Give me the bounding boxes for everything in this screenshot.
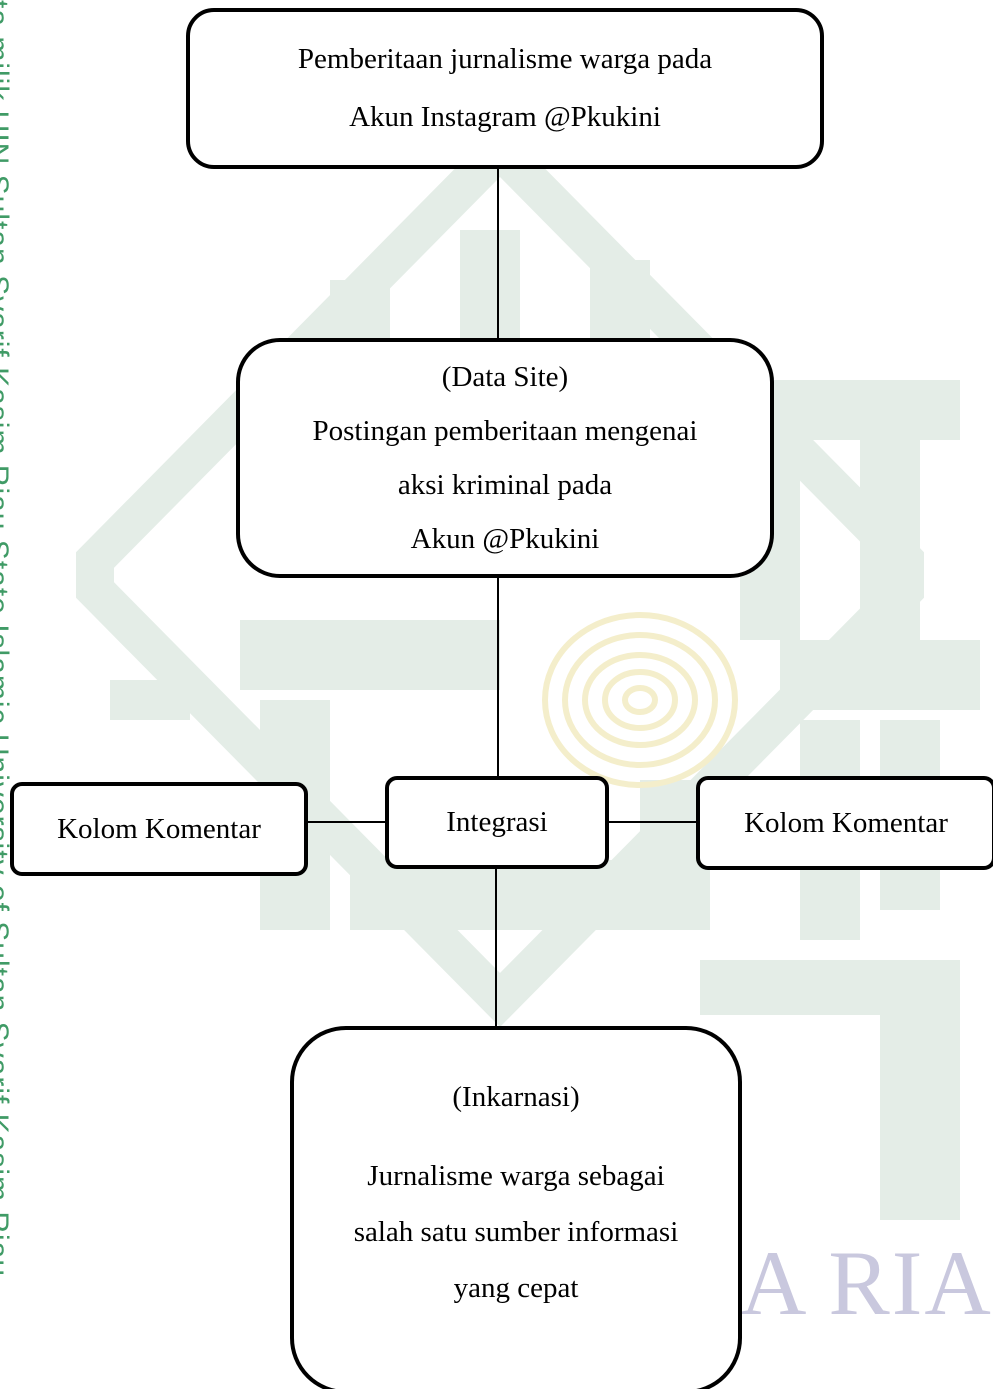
node-text-line: Akun Instagram @Pkukini	[349, 101, 661, 133]
node-text-line: Postingan pemberitaan mengenai	[312, 414, 698, 447]
node-kolom-komentar-right: Kolom Komentar	[696, 776, 993, 870]
node-text-line: yang cepat	[453, 1272, 579, 1304]
node-integrasi: Integrasi	[385, 776, 609, 869]
node-label: Integrasi	[446, 806, 548, 838]
node-label: Kolom Komentar	[744, 806, 948, 839]
node-heading: (Data Site)	[441, 360, 569, 393]
node-heading: (Inkarnasi)	[452, 1081, 580, 1113]
node-pemberitaan: Pemberitaan jurnalisme warga pada Akun I…	[186, 8, 824, 169]
node-data-site: (Data Site) Postingan pemberitaan mengen…	[236, 338, 774, 578]
node-label: Kolom Komentar	[57, 812, 261, 845]
node-text-line: Pemberitaan jurnalisme warga pada	[297, 43, 713, 75]
node-inkarnasi: (Inkarnasi) Jurnalisme warga sebagai sal…	[290, 1026, 742, 1389]
node-kolom-komentar-left: Kolom Komentar	[10, 782, 308, 876]
node-text-line: salah satu sumber informasi	[353, 1216, 679, 1248]
node-text-line: Jurnalisme warga sebagai	[367, 1160, 665, 1192]
node-text-line: Akun @Pkukini	[410, 522, 600, 555]
node-text-line: aksi kriminal pada	[397, 468, 613, 501]
bottom-watermark-text: A RIAU	[740, 1232, 993, 1334]
